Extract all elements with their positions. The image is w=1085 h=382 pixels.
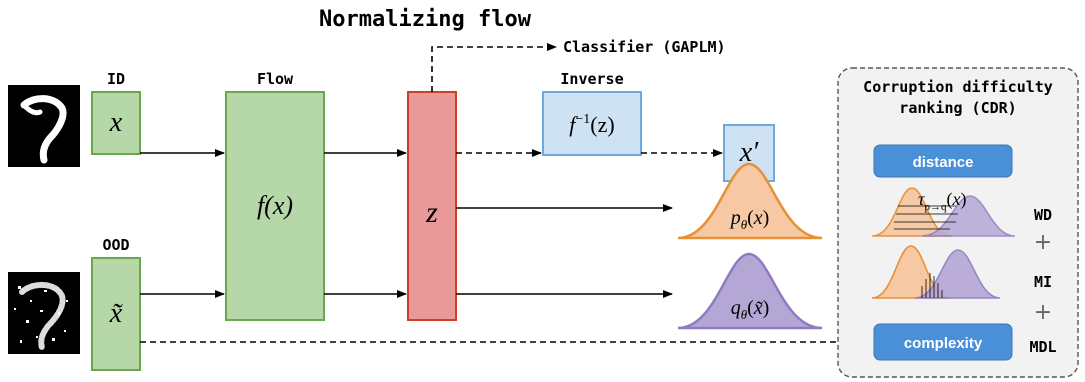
id-label: ID [107, 70, 125, 88]
p-theta-label: pθ(x) [729, 207, 770, 232]
metric-wd: WD [1034, 206, 1052, 224]
ood-label: OOD [102, 236, 129, 254]
q-theta-label: qθ(x̃) [731, 297, 770, 322]
inverse-label: Inverse [560, 70, 623, 88]
flow-label: Flow [257, 70, 294, 88]
x-input-box [91, 91, 141, 155]
x-tilde-symbol: x̃ [109, 298, 124, 329]
metric-mdl: MDL [1029, 338, 1056, 356]
mi-mini-plot [871, 245, 1001, 299]
metric-mi: MI [1034, 273, 1052, 291]
cdr-title-line2: ranking (CDR) [899, 99, 1016, 117]
latent-z-symbol: z [425, 196, 438, 229]
classifier-label: Classifier (GAPLM) [563, 38, 726, 56]
distance-button[interactable] [873, 144, 1013, 178]
distance-button-label: distance [913, 154, 974, 171]
complexity-button[interactable] [873, 323, 1013, 361]
wd-mini-plot [871, 187, 1016, 237]
q-theta-distribution [677, 252, 823, 330]
x-tilde-input-box [91, 257, 141, 371]
flow-block [225, 91, 325, 321]
id-digit-image [8, 85, 80, 167]
cdr-title-line1: Corruption difficulty [863, 78, 1053, 96]
flow-function: f(x) [257, 191, 293, 220]
inverse-function: f−1(z) [569, 112, 614, 137]
inverse-block [542, 91, 642, 156]
x-input-symbol: x [109, 107, 123, 138]
complexity-button-label: complexity [904, 335, 983, 352]
tau-label: τp→q(x) [918, 189, 966, 213]
arrow-to-classifier [431, 43, 557, 92]
plus-1: + [1034, 230, 1052, 255]
p-theta-distribution [677, 162, 823, 240]
diagram-title: Normalizing flow [319, 7, 532, 32]
x-prime-symbol: x′ [739, 137, 759, 168]
plus-2: + [1034, 300, 1052, 325]
ood-digit-image [8, 272, 80, 354]
